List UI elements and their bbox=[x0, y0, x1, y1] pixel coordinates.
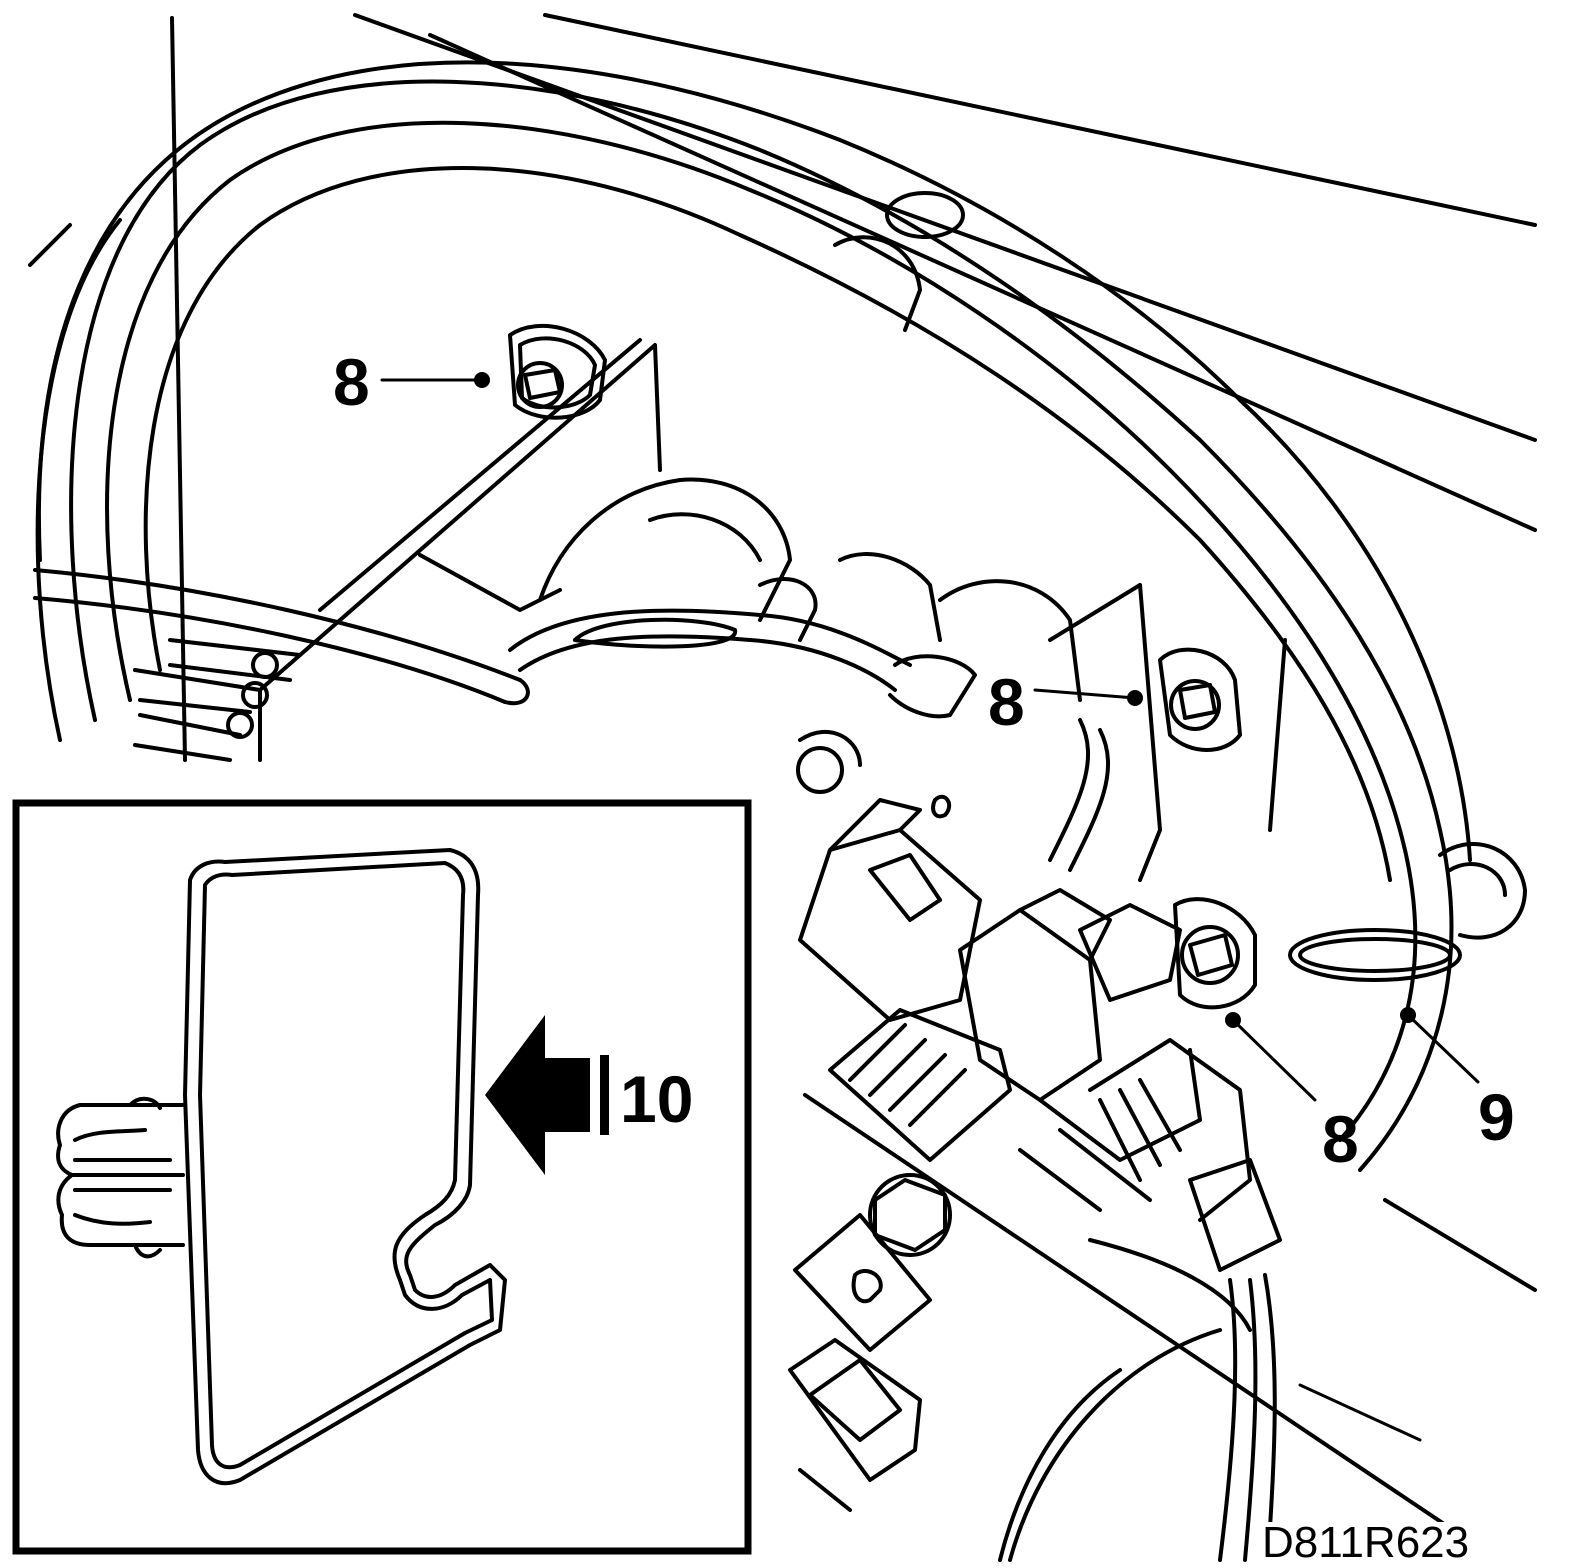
actuator-motor bbox=[538, 477, 1082, 702]
callout-8-center: 8 bbox=[988, 665, 1025, 739]
callout-8-top-left: 8 bbox=[333, 345, 370, 419]
grommet-top bbox=[833, 191, 965, 332]
inset-detail-box: 10 bbox=[12, 799, 752, 1555]
view-arrow bbox=[485, 1015, 590, 1175]
callout-10: 10 bbox=[620, 1062, 693, 1136]
harness-clip-ring bbox=[1288, 842, 1527, 982]
view-arrow-bar bbox=[600, 1055, 609, 1135]
clip-detail bbox=[56, 848, 507, 1486]
cable-left bbox=[33, 568, 530, 706]
mounting-bracket bbox=[258, 338, 1287, 882]
figure-reference-code: D811R623 bbox=[1262, 1518, 1469, 1567]
nut-connector bbox=[1173, 897, 1257, 1010]
clip-bracket bbox=[788, 1173, 952, 1512]
callout-8-right: 8 bbox=[1322, 1102, 1359, 1176]
callout-9: 9 bbox=[1478, 1080, 1515, 1154]
leader-dots bbox=[474, 372, 1416, 1028]
cable-down bbox=[1088, 1238, 1277, 1562]
leader-lines bbox=[380, 378, 1480, 1442]
nut-left-connector bbox=[796, 729, 952, 819]
bolt-center-right bbox=[1158, 647, 1242, 752]
bolt-top-left bbox=[508, 323, 607, 420]
hose-upper bbox=[508, 608, 977, 719]
round-cover bbox=[998, 1328, 1222, 1562]
vacuum-tubes bbox=[133, 638, 302, 762]
wiring-harness bbox=[35, 60, 1472, 1172]
electrical-connectors bbox=[798, 718, 1282, 1272]
